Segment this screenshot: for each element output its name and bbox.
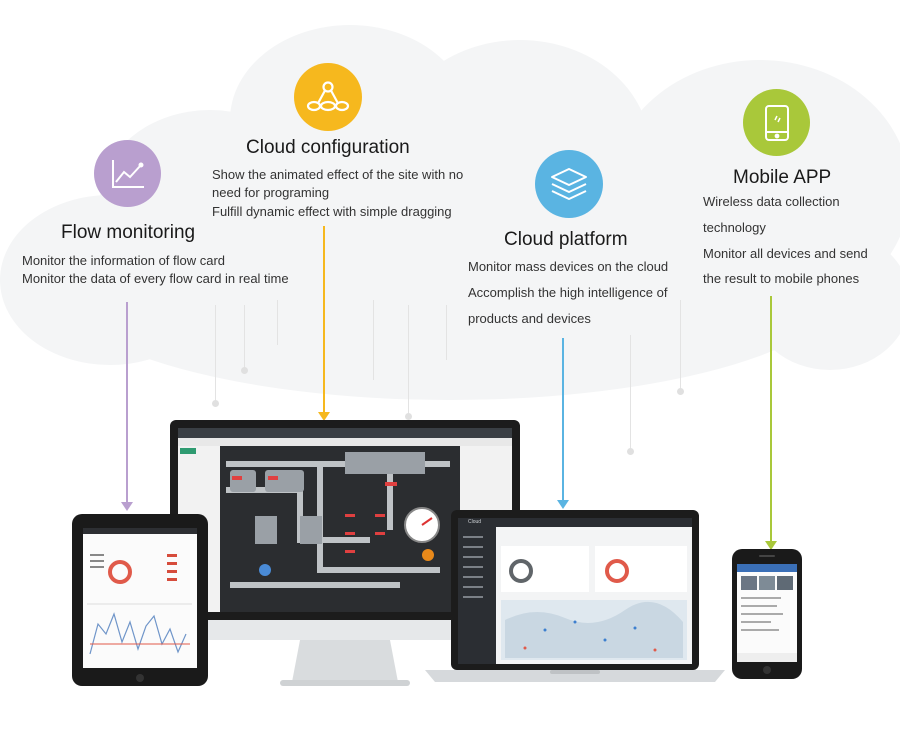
smartphone-icon — [764, 104, 789, 141]
tablet — [72, 514, 208, 686]
mobile-app-title: Mobile APP — [733, 167, 832, 188]
flow-monitoring-line-2: Monitor the data of every flow card in r… — [22, 271, 289, 286]
deco-line — [215, 305, 216, 405]
deco-line — [446, 305, 447, 360]
cloud-configuration-title: Cloud configuration — [246, 137, 410, 158]
cloud-configuration-line-2: need for programing — [212, 185, 330, 200]
deco-line — [630, 335, 631, 450]
flow-monitoring-title: Flow monitoring — [61, 222, 196, 243]
deco-dot — [212, 400, 219, 407]
cloud-platform-line-3: products and devices — [468, 311, 591, 326]
mobile-app-icon-badge — [743, 89, 810, 156]
mobile-app-line-1: Wireless data collection — [703, 194, 840, 209]
flow-monitoring-line-1: Monitor the information of flow card — [22, 253, 226, 268]
platform-connector-line — [562, 338, 564, 500]
laptop — [425, 510, 725, 682]
mobile-connector-arrow — [765, 541, 777, 550]
flow-connector-arrow — [121, 502, 133, 511]
deco-dot — [627, 448, 634, 455]
cloud-platform-title: Cloud platform — [504, 229, 628, 250]
config-connector-arrow — [318, 412, 330, 421]
line-chart-icon — [111, 159, 144, 188]
deco-line — [680, 300, 681, 390]
deco-dot — [405, 413, 412, 420]
network-triangle-icon — [306, 81, 350, 112]
cloud-platform-line-1: Monitor mass devices on the cloud — [468, 259, 669, 274]
config-connector-line — [323, 226, 325, 412]
smartphone — [732, 549, 802, 679]
mobile-app-line-3: Monitor all devices and send — [703, 246, 868, 261]
deco-line — [373, 300, 374, 380]
laptop-brand-label: Cloud — [468, 519, 482, 525]
deco-dot — [241, 367, 248, 374]
flow-connector-line — [126, 302, 128, 502]
mobile-app-line-4: the result to mobile phones — [703, 271, 860, 286]
deco-line — [277, 300, 278, 345]
deco-dot — [677, 388, 684, 395]
cloud-platform-icon-badge — [535, 150, 603, 218]
cloud-configuration-icon-badge — [294, 63, 362, 131]
cloud-configuration-line-3: Fulfill dynamic effect with simple dragg… — [212, 204, 452, 219]
cloud-platform-line-2: Accomplish the high intelligence of — [468, 285, 668, 300]
mobile-connector-line — [770, 296, 772, 541]
platform-connector-arrow — [557, 500, 569, 509]
cloud-configuration-line-1: Show the animated effect of the site wit… — [212, 167, 464, 182]
deco-line — [244, 305, 245, 370]
flow-monitoring-icon-badge — [94, 140, 161, 207]
deco-line — [408, 305, 409, 415]
mobile-app-line-2: technology — [703, 220, 766, 235]
layers-icon — [551, 168, 587, 200]
